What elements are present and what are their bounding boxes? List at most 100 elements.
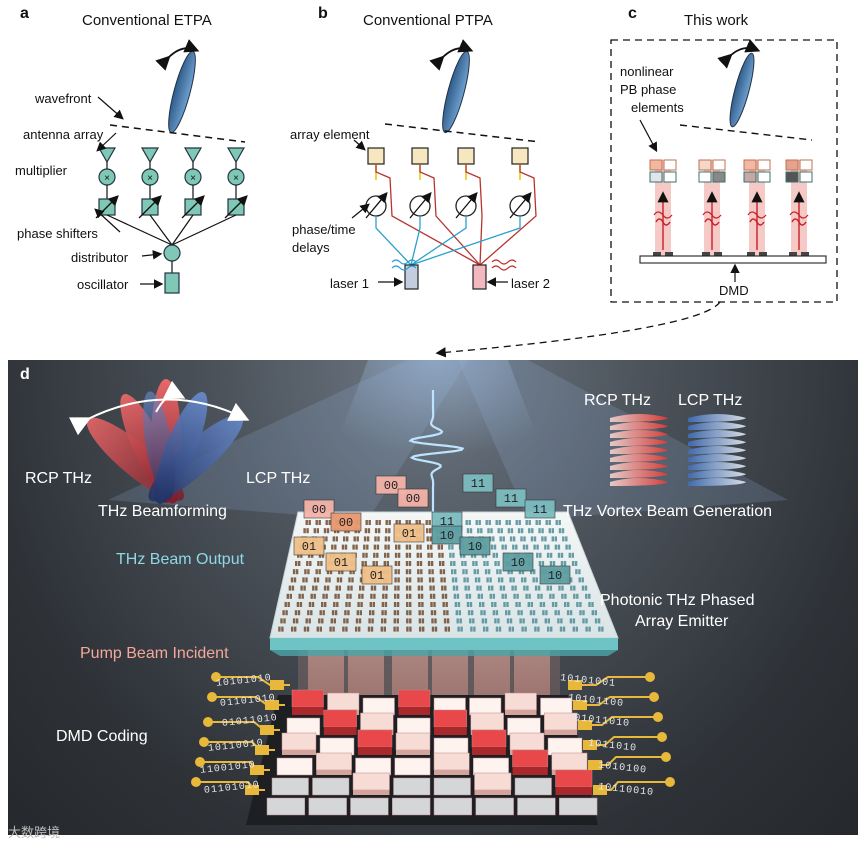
- dmd-mirror: [473, 757, 509, 776]
- dmd-mirror: [352, 772, 390, 791]
- phase-code-block: [303, 499, 335, 519]
- panel-b-tag: b: [318, 5, 328, 22]
- label-wavefront: wavefront: [35, 91, 92, 106]
- antenna-element-icon: [140, 147, 160, 164]
- label-delays: delays: [292, 240, 330, 255]
- dmd-mirror: [350, 797, 389, 816]
- phase-code-label: 00: [312, 503, 326, 517]
- dmd-mirror: [504, 692, 537, 711]
- label-multiplier: multiplier: [15, 163, 68, 178]
- dmd-mirror: [470, 712, 504, 731]
- antenna-element-icon: [226, 147, 246, 164]
- phase-code-block: [459, 536, 491, 556]
- label-laser-2: laser 2: [511, 276, 551, 291]
- panel-b-title: Conventional PTPA: [363, 12, 493, 29]
- dmd-mirror: [327, 692, 360, 711]
- label-distributor: distributor: [71, 250, 129, 265]
- dmd-mirror: [291, 689, 324, 708]
- thz-pulse-waveform: [408, 390, 465, 520]
- label-rcp-thz-right: RCP THz: [584, 392, 651, 409]
- label-dmd-coding: DMD Coding: [56, 728, 148, 745]
- dmd-mirror: [469, 697, 502, 716]
- phase-code-label: 11: [471, 477, 485, 491]
- dmd-mirror: [393, 777, 431, 796]
- dmd-mirror: [271, 777, 309, 796]
- label-beam-output: THz Beam Output: [116, 551, 245, 568]
- panel-c-title: This work: [684, 12, 749, 29]
- wire-pad: [265, 700, 279, 710]
- array-element-icon: [411, 147, 429, 165]
- label-oscillator: oscillator: [77, 277, 129, 292]
- label-antenna-array: antenna array: [23, 127, 104, 142]
- dmd-mirror: [397, 717, 431, 736]
- phase-code-block: [495, 488, 527, 508]
- dmd-mirror: [512, 749, 549, 768]
- phase-code-label: 00: [339, 516, 353, 530]
- dmd-mirror: [433, 777, 471, 796]
- wire-pad: [568, 680, 582, 690]
- phase-code-label: 10: [548, 569, 562, 583]
- phase-code-label: 10: [440, 529, 454, 543]
- phase-code-label: 10: [511, 556, 525, 570]
- label-array-element: array element: [290, 127, 370, 142]
- panel-b-diagram: [351, 39, 541, 290]
- label-lcp-thz-right: LCP THz: [678, 392, 743, 409]
- array-element-icon: [367, 147, 385, 165]
- label-thz-beamforming: THz Beamforming: [98, 503, 227, 520]
- wire-pad: [250, 765, 264, 775]
- dmd-mirror: [308, 797, 347, 816]
- panels-abc-graphics: × × × ×: [94, 39, 838, 358]
- label-phase-shifters: phase shifters: [17, 226, 98, 241]
- dmd-mirror: [433, 752, 470, 771]
- phase-code-block: [539, 565, 571, 585]
- dmd-mirror: [517, 797, 556, 816]
- dmd-control-wires: [191, 672, 675, 795]
- phase-code-block: [462, 473, 494, 493]
- panel-a-title: Conventional ETPA: [82, 12, 212, 29]
- wire-pad: [245, 785, 259, 795]
- phase-code-label: 11: [504, 492, 518, 506]
- svg-text:×: ×: [233, 173, 239, 184]
- phase-code-label: 01: [302, 540, 316, 554]
- panel-c-tag: c: [628, 5, 637, 22]
- dmd-mirror: [266, 797, 306, 816]
- dmd-mirror: [433, 709, 468, 728]
- phase-code-label: 11: [533, 503, 547, 517]
- dmd-mirror: [323, 709, 357, 728]
- phase-code-block: [393, 523, 425, 543]
- wire-pad: [255, 745, 269, 755]
- dmd-mirror: [362, 697, 395, 716]
- label-nonlinear: nonlinear: [620, 64, 674, 79]
- dmd-mirror: [474, 772, 512, 791]
- antenna-element-icon: [183, 147, 203, 164]
- svg-text:×: ×: [190, 173, 196, 184]
- svg-text:×: ×: [147, 173, 153, 184]
- vortex-beams: [610, 414, 746, 486]
- array-element-icon: [457, 147, 475, 165]
- label-emitter-line1: Photonic THz Phased: [600, 592, 755, 609]
- phase-code-block: [431, 525, 463, 545]
- dmd-mirror: [312, 777, 350, 796]
- dmd-mirror: [316, 752, 352, 771]
- antenna-element-icon: [97, 147, 117, 164]
- phase-code-block: [361, 565, 393, 585]
- svg-text:×: ×: [104, 173, 110, 184]
- dmd-mirror: [281, 732, 317, 751]
- phase-code-block: [330, 512, 362, 532]
- phase-code-label: 00: [384, 479, 398, 493]
- phase-code-label: 11: [440, 515, 454, 529]
- dmd-mirror: [360, 712, 394, 731]
- phase-code-block: [325, 552, 357, 572]
- array-element-icon: [511, 147, 529, 165]
- wire-pad: [583, 740, 597, 750]
- dmd-mirror: [547, 737, 583, 756]
- wire-pad: [578, 720, 592, 730]
- label-lcp-thz-left: LCP THz: [246, 470, 311, 487]
- phase-code-label: 01: [370, 569, 384, 583]
- dmd-mirror: [357, 729, 393, 748]
- wire-pad: [593, 785, 607, 795]
- dmd-mirror: [555, 769, 593, 788]
